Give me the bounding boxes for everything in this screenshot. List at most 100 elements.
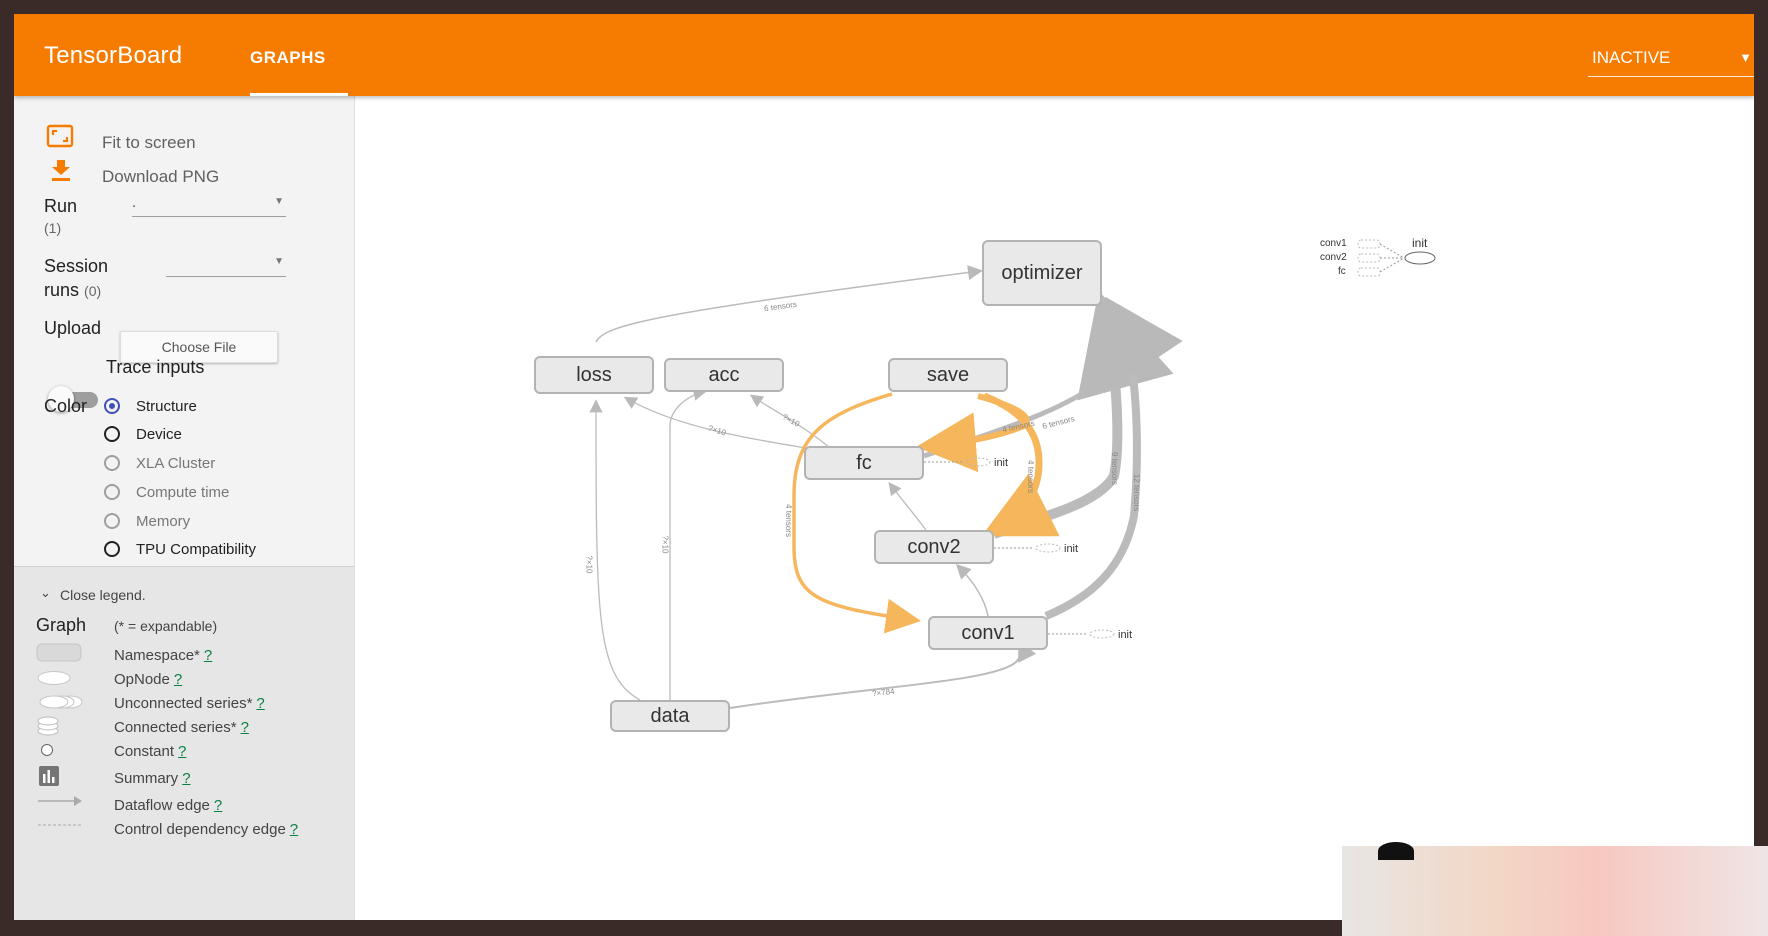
edge-data-loss [589,399,641,701]
edge-save-fc [916,393,1030,473]
dataflow-edge-help-link[interactable]: ? [213,797,223,814]
node-fc[interactable]: fc [804,446,924,480]
graph-canvas[interactable]: optimizer loss acc save fc conv2 conv1 d… [354,96,1754,920]
edge-loss-optimizer [595,265,983,343]
legend-constant: Constant? [114,743,187,760]
connected-series-help-link[interactable]: ? [240,719,249,736]
init-node-fc[interactable] [965,457,991,467]
node-acc[interactable]: acc [664,358,784,392]
edge-label-data-acc: ?×10 [660,535,670,554]
edge-data-acc [669,387,707,700]
legend-control-dependency-edge: Control dependency edge? [114,821,299,838]
radio-structure[interactable] [104,398,120,414]
edge-conv1-optimizer [1044,296,1183,620]
app-title: TensorBoard [44,42,183,69]
namespace-help-link[interactable]: ? [203,647,213,664]
close-legend-button[interactable]: Close legend. [60,587,146,603]
radio-memory-label: Memory [136,513,191,530]
mini-conv2-label: conv2 [1320,252,1347,263]
node-optimizer[interactable]: optimizer [982,240,1102,306]
edge-conv1-conv2 [955,563,989,617]
namespace-icon [36,643,82,662]
edge-save-conv1 [792,392,921,634]
legend-expandable-note: (* = expandable) [114,618,218,634]
mini-conv1-label: conv1 [1320,238,1347,249]
radio-compute-time[interactable] [104,484,120,500]
overlay-thumbnail-shape [1378,842,1414,860]
choose-file-button[interactable]: Choose File [120,331,278,363]
mini-control-edges [1379,243,1405,273]
init-label-fc: init [994,457,1009,469]
download-png-button[interactable]: Download PNG [102,167,220,186]
session-runs-select[interactable]: ▼ [166,254,286,277]
graph-controls-sidebar: Fit to screen Download PNG Run (1) . ▼ S… [14,96,355,920]
legend-graph-label: Graph [36,615,87,635]
edge-label-data-loss: ?×10 [584,555,594,574]
mini-fc-label: fc [1338,266,1346,277]
active-tab-indicator [250,93,348,96]
radio-xla-cluster-label: XLA Cluster [136,455,216,472]
mini-conv2-node[interactable] [1357,253,1381,263]
trace-inputs-toggle-knob[interactable] [48,386,74,412]
edge-label-conv1-optimizer: 12 tensors [1132,473,1142,512]
session-runs-label: Session [44,256,109,276]
mini-init-label: init [1412,236,1428,250]
radio-tpu-compatibility-label: TPU Compatibility [136,541,257,558]
top-app-bar: TensorBoard GRAPHS INACTIVE ▼ [14,14,1754,96]
control-dependency-edge-help-link[interactable]: ? [289,821,299,838]
download-icon[interactable] [50,158,72,182]
edge-label-conv2-optimizer: 9 tensors [1109,452,1119,485]
legend-dataflow-edge: Dataflow edge? [114,797,223,814]
mini-conv1-node[interactable] [1357,239,1381,249]
connected-series-icon [37,716,59,736]
plugin-selector-value: INACTIVE [1592,48,1671,67]
chevron-down-icon: ▼ [1739,50,1752,65]
summary-icon [39,766,59,786]
node-save[interactable]: save [888,358,1008,392]
init-label-conv1: init [1118,629,1133,641]
node-conv1[interactable]: conv1 [928,616,1048,650]
init-node-conv1[interactable] [1089,629,1115,639]
unconnected-series-help-link[interactable]: ? [256,695,265,712]
edge-fc-loss [623,396,807,449]
session-runs-count: (0) [84,283,102,299]
constant-help-link[interactable]: ? [178,743,187,760]
run-label: Run [44,196,78,216]
legend-opnode: OpNode? [114,671,183,688]
graph-edges [589,239,1436,709]
control-dependency-edge-icon [38,824,82,826]
radio-device[interactable] [104,426,120,442]
edge-data-conv1 [729,640,1037,709]
session-runs-word: runs [44,280,80,300]
constant-icon [41,744,53,756]
edge-label-save-conv1: 4 tensors [783,504,793,537]
mini-init-node[interactable] [1404,251,1436,265]
mini-fc-node[interactable] [1357,267,1381,277]
overlay-thumbnail [1342,842,1768,936]
node-conv2[interactable]: conv2 [874,530,994,564]
dataflow-edge-icon [38,796,82,806]
color-label: Color [44,396,88,416]
legend-connected-series: Connected series*? [114,719,249,736]
init-node-conv2[interactable] [1035,543,1061,553]
fit-to-screen-button[interactable]: Fit to screen [102,133,196,152]
summary-help-link[interactable]: ? [182,770,191,787]
tab-graphs[interactable]: GRAPHS [250,48,326,67]
radio-compute-time-label: Compute time [136,484,230,501]
legend-namespace: Namespace*? [114,647,213,664]
graph-legend: ⌄ Close legend. Graph (* = expandable) N… [14,566,354,920]
radio-tpu-compatibility[interactable] [104,541,120,557]
node-data[interactable]: data [610,700,730,732]
opnode-help-link[interactable]: ? [173,671,183,688]
fit-screen-icon[interactable] [46,124,74,148]
chevron-down-icon: ▼ [274,256,284,267]
edge-save-conv2 [981,392,1060,537]
run-select[interactable]: . ▼ [132,194,286,217]
plugin-selector-dropdown[interactable]: INACTIVE ▼ [1588,44,1754,77]
run-count: (1) [44,220,62,236]
radio-xla-cluster[interactable] [104,455,120,471]
node-loss[interactable]: loss [534,356,654,394]
radio-memory[interactable] [104,513,120,529]
chevron-down-icon[interactable]: ⌄ [40,585,51,600]
opnode-icon [37,671,71,685]
